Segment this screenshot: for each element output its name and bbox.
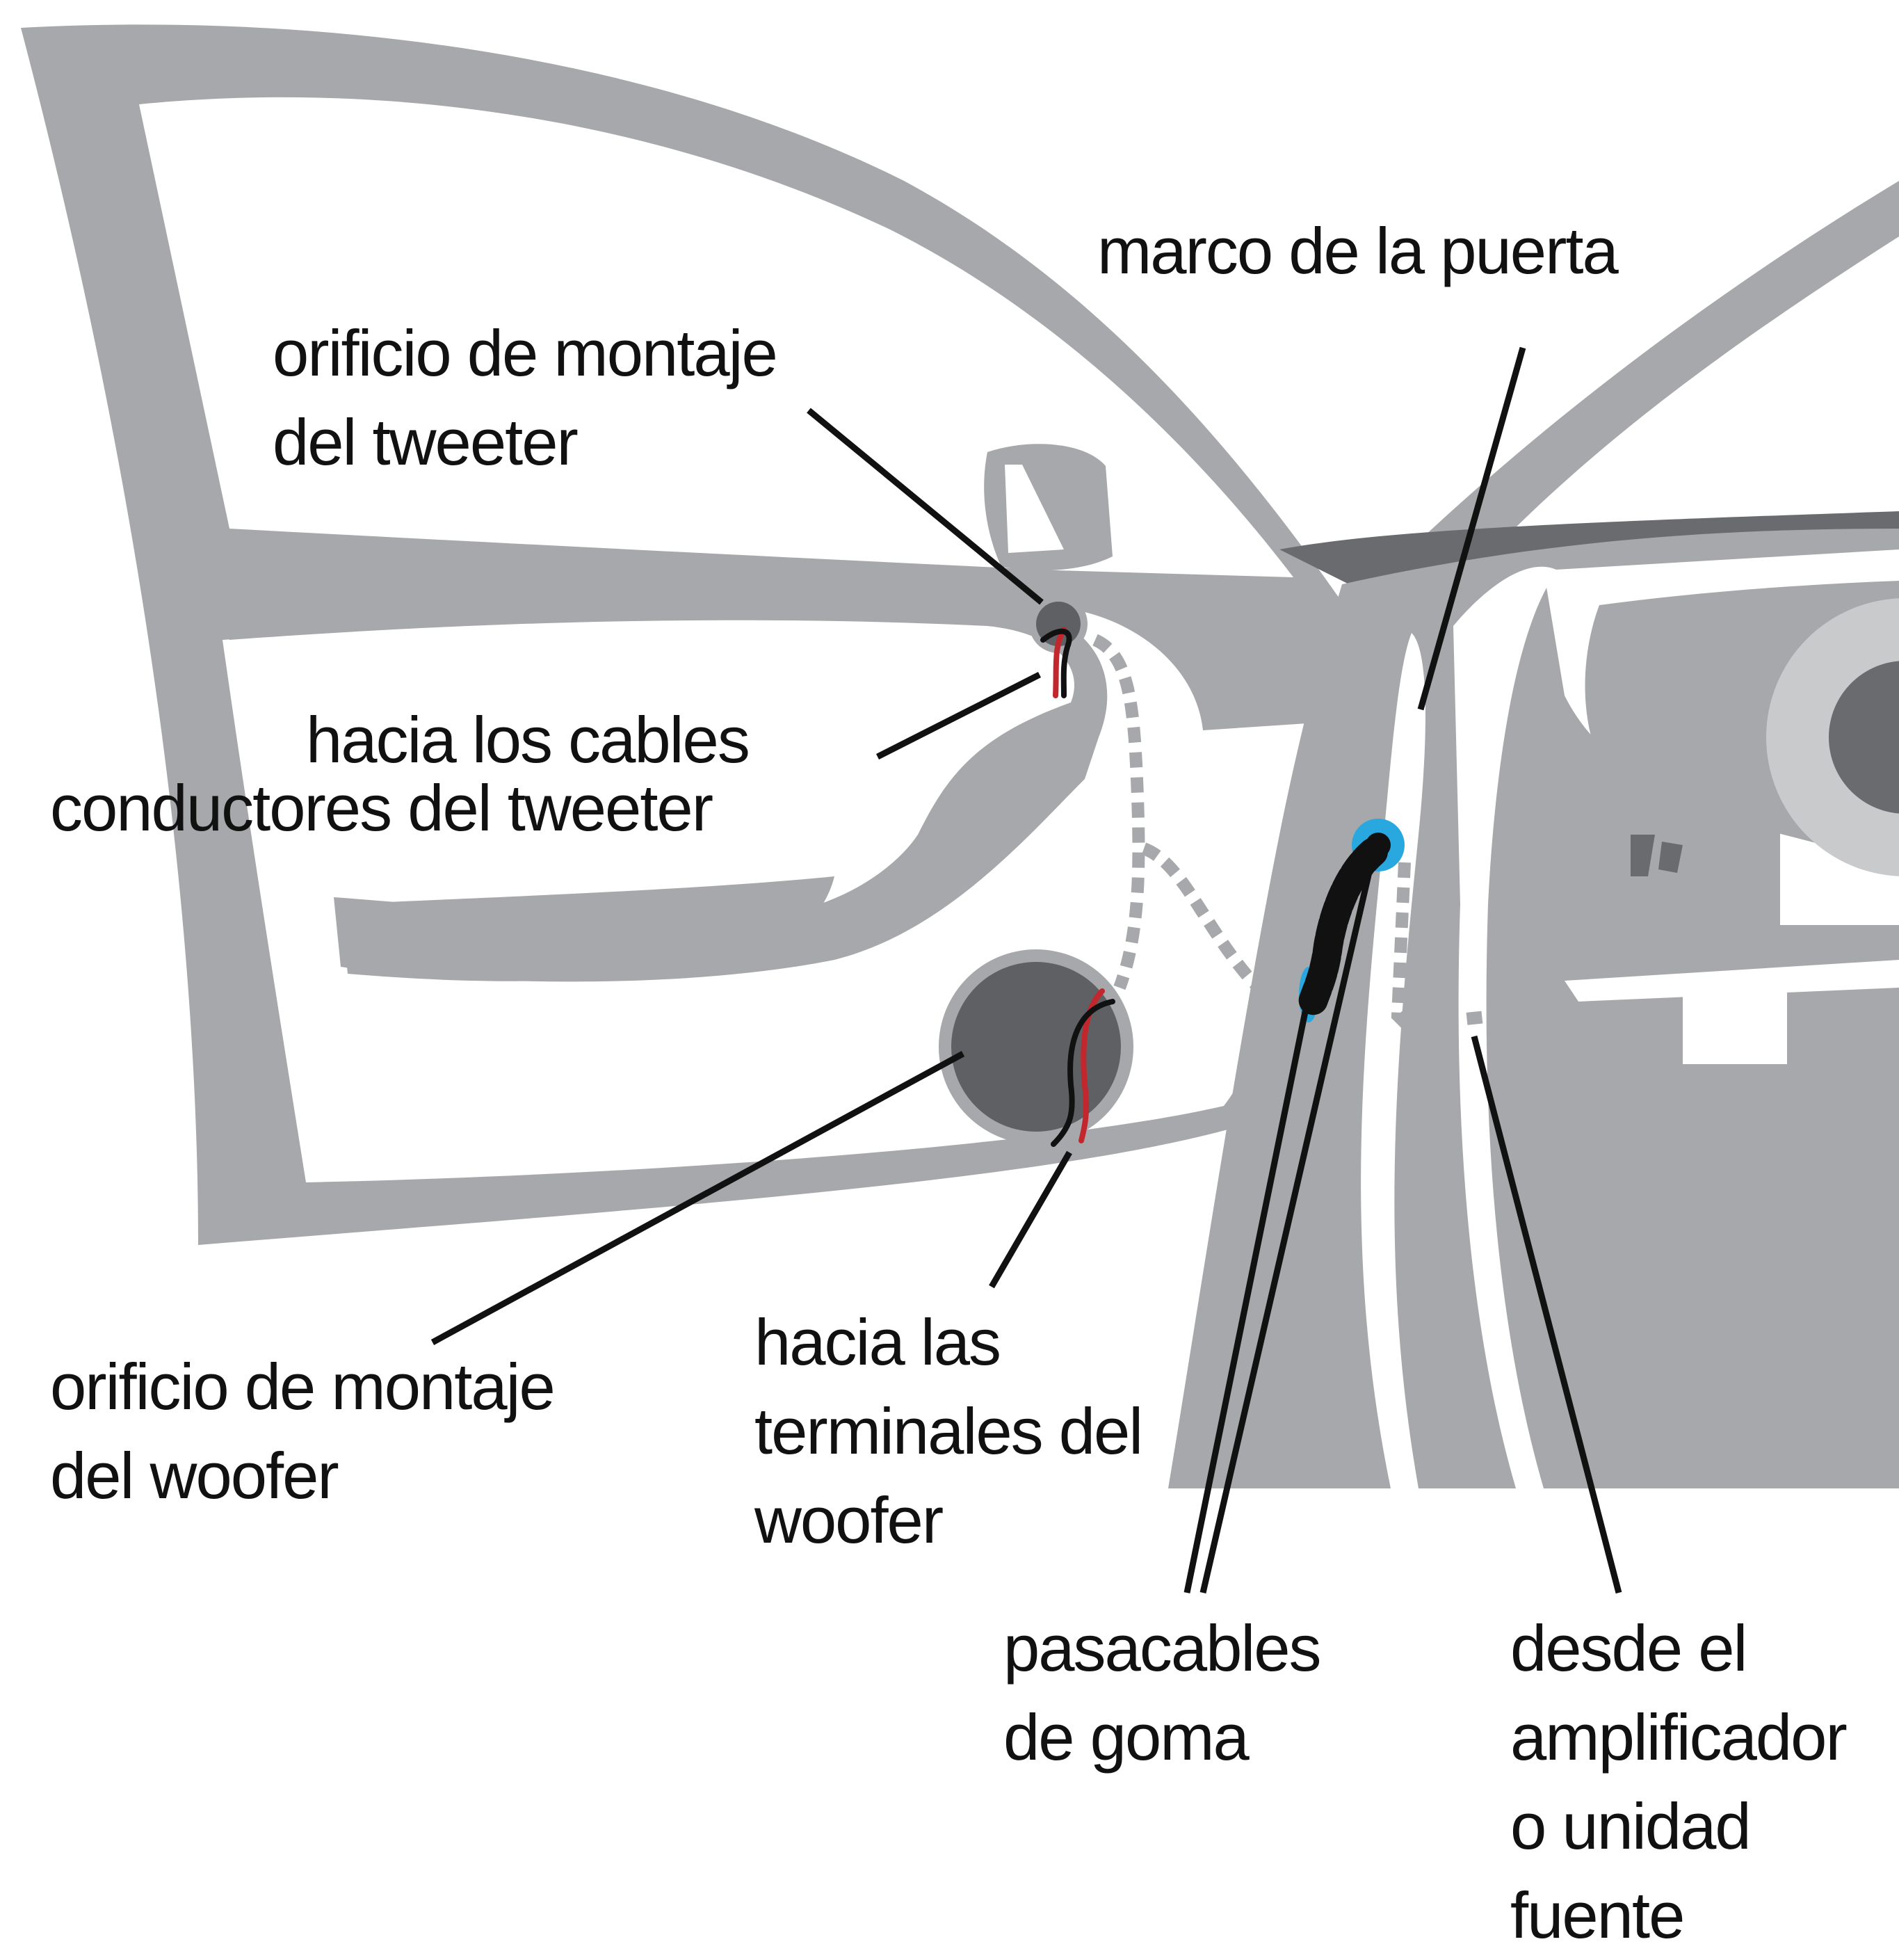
label-line: orificio de montaje <box>273 316 778 389</box>
label-tweeter-leads: hacia los cables conductores del tweeter <box>50 696 750 853</box>
leader-tweeter-leads <box>875 671 1042 760</box>
door-handle-recess <box>375 634 994 678</box>
woofer-mount-hole-inner <box>951 962 1121 1132</box>
label-line: o unidad <box>1510 1790 1752 1863</box>
label-from-source: desde el amplificador o unidad fuente <box>1510 1604 1848 1960</box>
label-line: fuente <box>1510 1879 1685 1952</box>
label-tweeter-mount: orificio de montaje del tweeter <box>273 309 778 487</box>
label-line: hacia los cables <box>306 703 750 776</box>
leader-tweeter-mount <box>807 408 1044 605</box>
label-line: hacia las <box>754 1306 1001 1379</box>
label-line: orificio de montaje <box>50 1350 556 1423</box>
hidden-wire-body-run <box>1391 862 1513 1029</box>
label-rubber-grommets: pasacables de goma <box>1003 1604 1322 1782</box>
label-line: desde el <box>1510 1612 1747 1685</box>
side-mirror <box>984 444 1113 570</box>
label-line: conductores del tweeter <box>50 771 713 844</box>
hidden-wire-tweeter-to-woofer <box>1092 634 1145 990</box>
side-mirror-glass <box>1005 465 1064 553</box>
label-line: amplificador <box>1510 1701 1848 1774</box>
door-armrest <box>229 602 1108 982</box>
label-woofer-terminals: hacia las terminales del woofer <box>754 1298 1143 1565</box>
leader-grommet-1 <box>1183 1001 1311 1593</box>
label-line: terminales del <box>754 1395 1143 1468</box>
leader-from-source <box>1471 1035 1622 1594</box>
label-line: de goma <box>1003 1701 1250 1774</box>
sill-gap <box>1453 566 1558 1489</box>
label-line: woofer <box>754 1484 944 1557</box>
label-line: del tweeter <box>273 405 579 479</box>
label-line: marco de la puerta <box>1097 214 1619 287</box>
leader-woofer-mount <box>430 1051 965 1345</box>
steering-wheel-hub <box>1829 661 1899 814</box>
leader-grommet-2 <box>1199 853 1377 1594</box>
hidden-wire-to-grommet <box>1141 842 1309 1009</box>
tweeter-wire-red <box>1053 627 1067 698</box>
leader-woofer-terminals <box>989 1150 1072 1289</box>
dash-detail <box>1631 835 1683 876</box>
tweeter-wire-black <box>1040 628 1072 698</box>
door-jamb-gap <box>1361 633 1425 1488</box>
label-woofer-mount: orificio de montaje del woofer <box>50 1342 556 1520</box>
label-line: pasacables <box>1003 1612 1322 1685</box>
label-line: del woofer <box>50 1439 339 1512</box>
dash-lower-gap <box>1565 960 1899 1002</box>
armrest-pocket <box>341 876 834 981</box>
wire-loom <box>1298 837 1388 1016</box>
leader-door-frame <box>1417 346 1526 711</box>
woofer-wire-black <box>1051 999 1115 1147</box>
label-door-frame: marco de la puerta <box>1097 207 1619 296</box>
